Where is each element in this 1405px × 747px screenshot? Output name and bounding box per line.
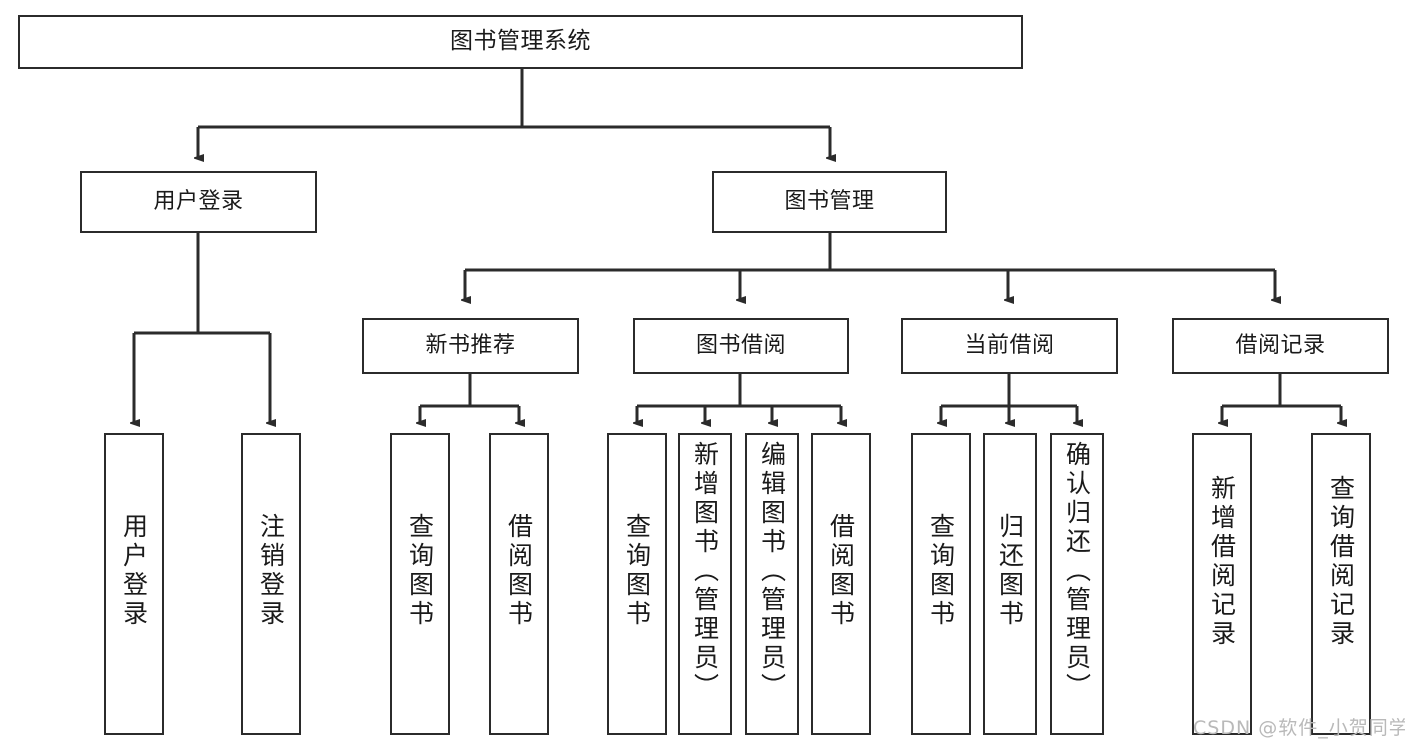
node-book-borrow[interactable]: 图书借阅 <box>633 318 849 374</box>
node-label: 查询借阅记录 <box>1326 475 1356 649</box>
node-label: 借阅记录 <box>1235 333 1326 359</box>
leaf-user-logout[interactable]: 注销登录 <box>241 433 301 735</box>
leaf-user-login[interactable]: 用户登录 <box>104 433 164 735</box>
node-label: 查询图书 <box>405 513 435 629</box>
node-new-book-recommend[interactable]: 新书推荐 <box>362 318 579 374</box>
node-label: 查询图书 <box>926 513 956 629</box>
node-label: 新增借阅记录 <box>1207 475 1237 649</box>
node-label: 查询图书 <box>622 513 652 629</box>
node-label: 用户登录 <box>153 189 244 215</box>
leaf-current-query-book[interactable]: 查询图书 <box>911 433 971 735</box>
node-root-system[interactable]: 图书管理系统 <box>18 15 1023 69</box>
watermark: CSDN @软件_小贺同学 <box>1193 717 1405 739</box>
node-current-borrow[interactable]: 当前借阅 <box>901 318 1118 374</box>
node-label: 确认归还（管理员） <box>1062 441 1092 702</box>
leaf-current-confirm-return-admin[interactable]: 确认归还（管理员） <box>1050 433 1104 735</box>
node-label: 借阅图书 <box>826 513 856 629</box>
node-label: 注销登录 <box>256 513 286 629</box>
node-borrow-record[interactable]: 借阅记录 <box>1172 318 1389 374</box>
leaf-borrow-query-book[interactable]: 查询图书 <box>607 433 667 735</box>
node-label: 图书管理系统 <box>450 28 591 55</box>
node-label: 编辑图书（管理员） <box>757 441 787 702</box>
leaf-record-query-record[interactable]: 查询借阅记录 <box>1311 433 1371 735</box>
node-label: 图书借阅 <box>695 333 786 359</box>
node-label: 新增图书（管理员） <box>690 441 720 702</box>
leaf-borrow-borrow-book[interactable]: 借阅图书 <box>811 433 871 735</box>
leaf-recommend-borrow-book[interactable]: 借阅图书 <box>489 433 549 735</box>
node-book-management[interactable]: 图书管理 <box>712 171 947 233</box>
node-label: 当前借阅 <box>964 333 1055 359</box>
leaf-borrow-edit-book-admin[interactable]: 编辑图书（管理员） <box>745 433 799 735</box>
node-label: 用户登录 <box>119 513 149 629</box>
node-label: 新书推荐 <box>425 333 516 359</box>
node-label: 归还图书 <box>995 513 1025 629</box>
node-label: 借阅图书 <box>504 513 534 629</box>
node-label: 图书管理 <box>784 189 875 215</box>
leaf-current-return-book[interactable]: 归还图书 <box>983 433 1037 735</box>
leaf-borrow-add-book-admin[interactable]: 新增图书（管理员） <box>678 433 732 735</box>
node-user-login[interactable]: 用户登录 <box>80 171 317 233</box>
leaf-recommend-query-book[interactable]: 查询图书 <box>390 433 450 735</box>
leaf-record-add-record[interactable]: 新增借阅记录 <box>1192 433 1252 735</box>
